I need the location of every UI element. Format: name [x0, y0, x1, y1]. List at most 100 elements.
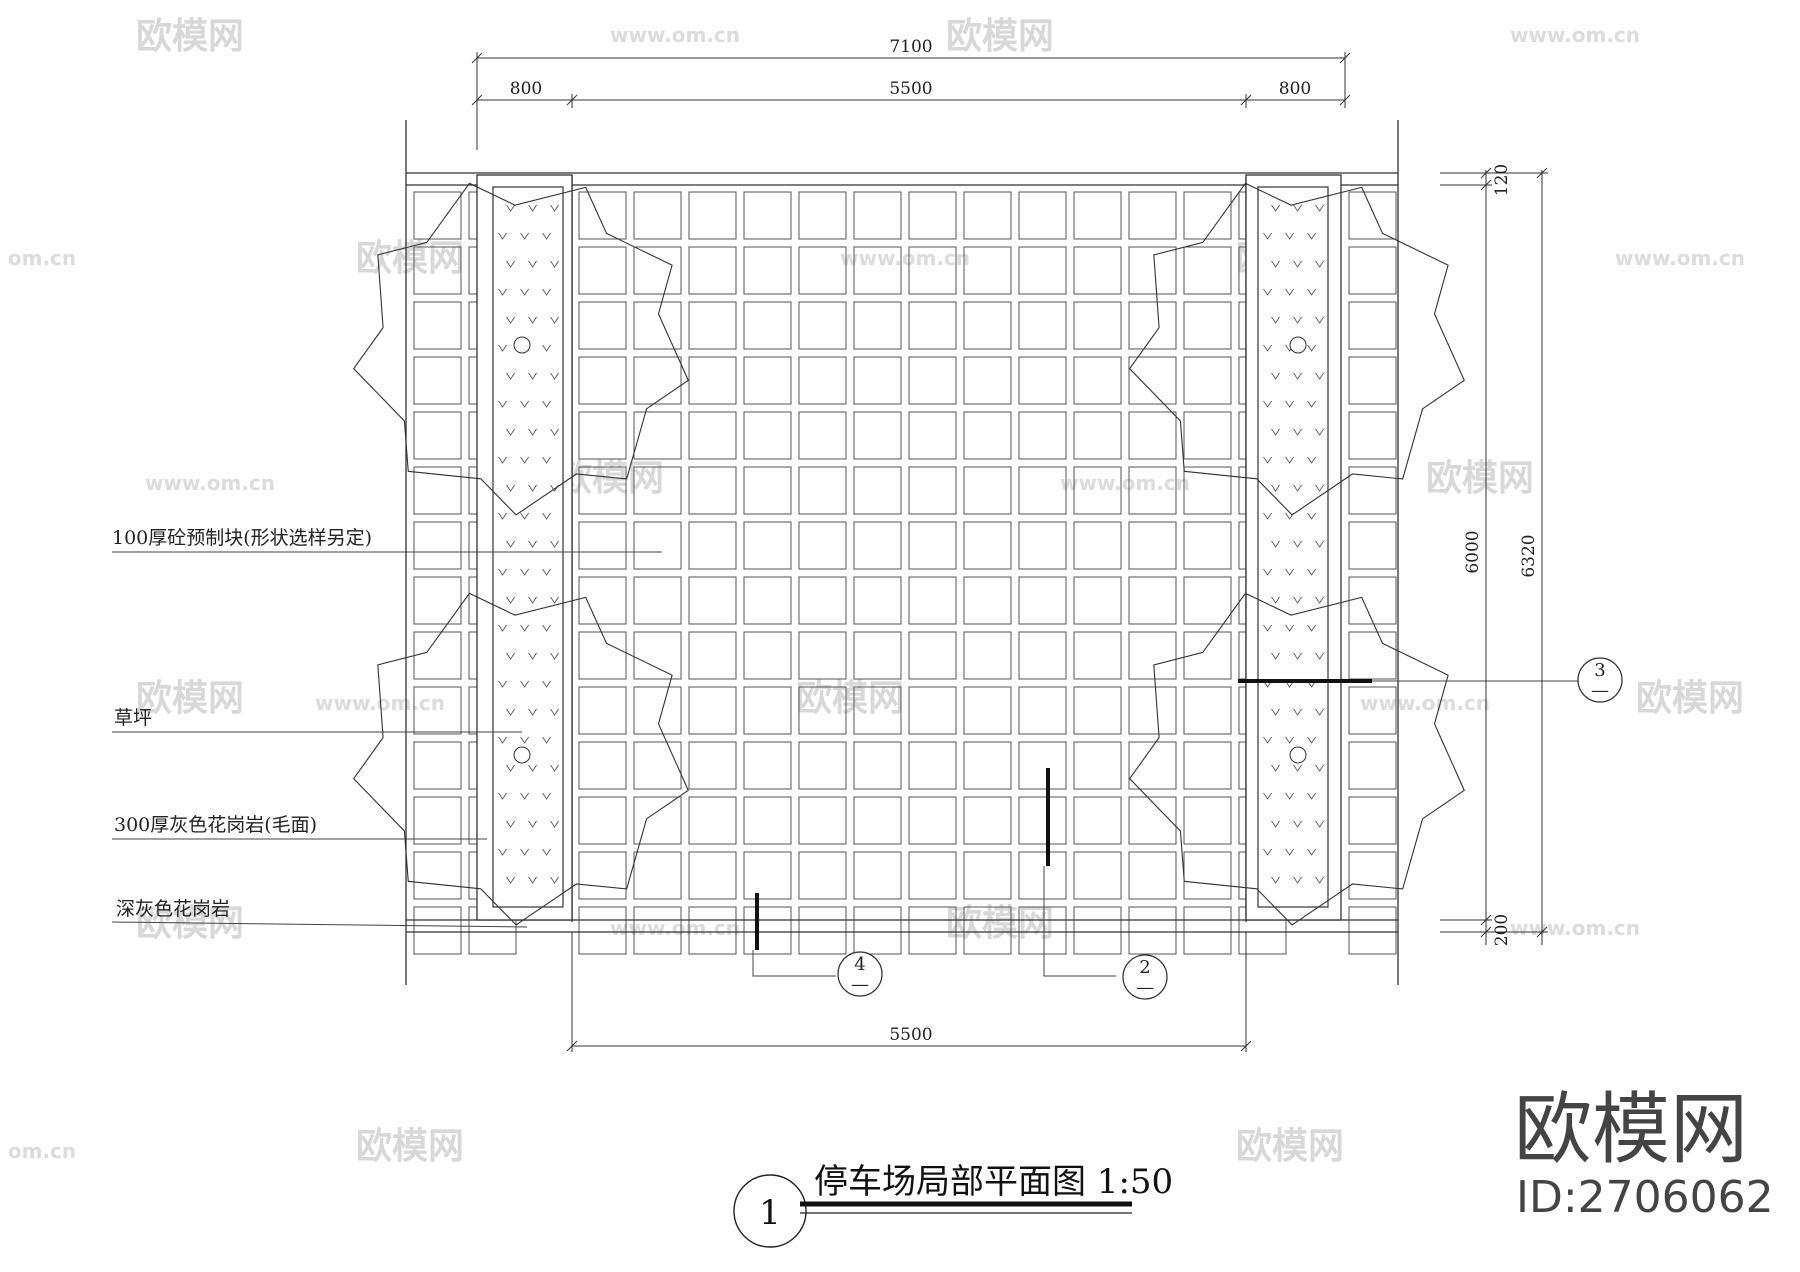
- paver-cell: [1128, 796, 1177, 845]
- paver-cell: [413, 686, 462, 735]
- lawn-mark: [1263, 848, 1272, 856]
- paver-cell: [1073, 796, 1122, 845]
- paver-cell: [1128, 576, 1177, 625]
- lawn-mark: [550, 708, 559, 716]
- paver-cell: [1073, 356, 1122, 405]
- paver-cell: [908, 411, 957, 460]
- lawn-mark: [1315, 652, 1324, 660]
- lawn-mark: [520, 568, 529, 576]
- paver-cell: [853, 356, 902, 405]
- paver-cell: [853, 796, 902, 845]
- paver-cell: [688, 576, 737, 625]
- lawn-mark: [1315, 260, 1324, 268]
- lawn-mark: [520, 848, 529, 856]
- paver-cell: [413, 851, 462, 900]
- paver-cell: [633, 906, 682, 955]
- lawn-mark: [528, 316, 537, 324]
- paver-cell: [688, 466, 737, 515]
- paver-cell: [798, 301, 847, 350]
- paver-cell: [798, 741, 847, 790]
- paver-cell: [578, 411, 627, 460]
- lawn-mark: [506, 652, 515, 660]
- paver-cell: [798, 796, 847, 845]
- paver-cell: [1018, 466, 1067, 515]
- lawn-mark: [506, 764, 515, 772]
- watermark-brand: 欧模网: [946, 903, 1054, 944]
- lawn-mark: [1315, 204, 1324, 212]
- lawn-hatch-left: [498, 204, 559, 884]
- label-granite-dark: 深灰色花岗岩: [116, 898, 230, 920]
- paver-cell: [853, 411, 902, 460]
- paver-cell: [908, 631, 957, 680]
- paver-cell: [1348, 796, 1397, 845]
- annotation-leaders: [111, 551, 662, 928]
- paver-cell: [1183, 301, 1232, 350]
- paver-cell: [578, 301, 627, 350]
- paver-cell: [633, 521, 682, 570]
- lawn-mark: [528, 876, 537, 884]
- paver-cell: [908, 796, 957, 845]
- lawn-mark: [542, 232, 551, 240]
- paver-cell: [1128, 686, 1177, 735]
- lawn-mark: [520, 512, 529, 520]
- paver-cell: [1073, 576, 1122, 625]
- lawn-mark: [550, 652, 559, 660]
- section-mark-2-sheet: —: [1136, 977, 1154, 998]
- paver-cell: [1348, 631, 1397, 680]
- paver-cell: [413, 906, 462, 955]
- paver-cell: [413, 576, 462, 625]
- paver-cell: [963, 466, 1012, 515]
- lawn-mark: [550, 316, 559, 324]
- lawn-mark: [1271, 540, 1280, 548]
- lawn-mark: [1263, 736, 1272, 744]
- section-mark-3-sheet: —: [1591, 680, 1609, 701]
- dim-top-middle: 5500: [889, 79, 932, 99]
- paver-cell: [413, 411, 462, 460]
- lawn-mark: [506, 204, 515, 212]
- lawn-mark: [1271, 428, 1280, 436]
- lawn-mark: [1293, 876, 1302, 884]
- paver-cell: [1073, 906, 1122, 955]
- lawn-mark: [528, 652, 537, 660]
- lawn-mark: [1271, 652, 1280, 660]
- lawn-mark: [542, 400, 551, 408]
- lawn-mark: [498, 344, 507, 352]
- lawn-mark: [1293, 820, 1302, 828]
- paver-cell: [1183, 246, 1232, 295]
- paver-cell: [578, 576, 627, 625]
- lawn-mark: [528, 596, 537, 604]
- paver-cell: [798, 191, 847, 240]
- lawn-mark: [506, 372, 515, 380]
- paver-cell: [743, 741, 792, 790]
- title-number: 1: [759, 1193, 781, 1233]
- paver-cell: [413, 246, 462, 295]
- paver-cell: [963, 741, 1012, 790]
- section-mark-2: 2 —: [1122, 954, 1168, 1000]
- paver-cell: [688, 906, 737, 955]
- paver-cell: [688, 851, 737, 900]
- paver-cell: [1348, 246, 1397, 295]
- lawn-mark: [1271, 204, 1280, 212]
- lawn-mark: [498, 792, 507, 800]
- paver-cell: [1128, 631, 1177, 680]
- section-mark-4: 4 —: [837, 951, 883, 997]
- paver-cell: [1128, 466, 1177, 515]
- paver-cell: [1128, 246, 1177, 295]
- paver-cell: [1073, 301, 1122, 350]
- lawn-mark: [1293, 708, 1302, 716]
- paver-cell: [908, 191, 957, 240]
- lawn-mark: [498, 232, 507, 240]
- paver-cell: [688, 191, 737, 240]
- paver-cell: [1018, 356, 1067, 405]
- lawn-mark: [1315, 428, 1324, 436]
- paver-cell: [908, 466, 957, 515]
- paver-cell: [1018, 851, 1067, 900]
- lawn-mark: [1263, 456, 1272, 464]
- paver-cell: [1183, 466, 1232, 515]
- lawn-mark: [1293, 596, 1302, 604]
- dim-right-small-bottom: 200: [1492, 914, 1512, 946]
- lawn-mark: [1271, 764, 1280, 772]
- lawn-mark: [542, 288, 551, 296]
- lawn-mark: [528, 708, 537, 716]
- lawn-mark: [528, 484, 537, 492]
